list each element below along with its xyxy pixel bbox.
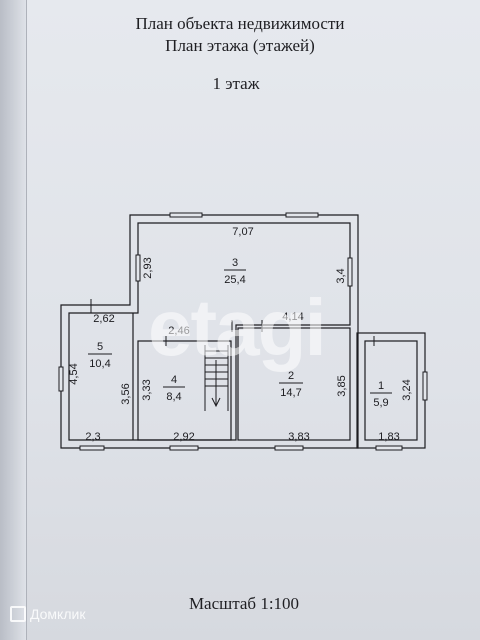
window <box>274 445 304 451</box>
dim-room5-right: 3,56 <box>120 383 132 404</box>
dim-bottom-room1: 1,83 <box>378 431 399 443</box>
outer-wall <box>60 214 359 449</box>
stair-arrow-head <box>211 397 221 408</box>
room-3-area: 25,4 <box>224 274 245 286</box>
window <box>285 212 319 218</box>
window <box>79 445 105 451</box>
dim-room3-left: 2,93 <box>142 257 154 278</box>
floor-label: 1 этаж <box>212 74 260 93</box>
window <box>347 257 353 287</box>
dim-room2-top: 4,14 <box>282 311 303 323</box>
document-subtitle: План этажа (этажей) <box>165 36 315 55</box>
window <box>58 366 64 392</box>
page-edge-shadow <box>0 0 26 640</box>
scale-label: Масштаб 1:100 <box>188 594 300 613</box>
brand-text: Домклик <box>30 606 86 622</box>
room-4-number: 4 <box>171 374 177 386</box>
watermark: etagi <box>148 283 327 372</box>
room-4-walls <box>137 340 232 441</box>
room-1-area: 5,9 <box>373 397 388 409</box>
room-3-number: 3 <box>232 257 238 269</box>
room-1-number: 1 <box>378 380 384 392</box>
room-5-area: 10,4 <box>89 358 110 370</box>
dim-room5-left: 4,54 <box>68 363 80 384</box>
dim-room1-right: 3,24 <box>401 379 413 400</box>
dim-room5-top: 2,62 <box>93 313 114 325</box>
window <box>135 254 141 282</box>
brand-logo: Домклик <box>10 606 85 622</box>
dim-bottom-room2: 3,83 <box>288 431 309 443</box>
dim-bottom-room5: 2,3 <box>85 431 100 443</box>
document-title: План объекта недвижимости <box>135 14 345 33</box>
room-2-area: 14,7 <box>280 387 301 399</box>
room-4-area: 8,4 <box>166 391 181 403</box>
window <box>375 445 403 451</box>
room-2-number: 2 <box>288 370 294 382</box>
dim-top: 7,07 <box>232 226 253 238</box>
house-icon <box>10 606 26 622</box>
dim-room2-right: 3,85 <box>336 375 348 396</box>
window <box>169 445 199 451</box>
room-5-number: 5 <box>97 341 103 353</box>
window <box>422 371 428 401</box>
staircase <box>204 345 229 411</box>
room-label-bars <box>88 269 392 394</box>
room-1-inner-wall <box>364 340 418 441</box>
dim-stair-top: 2,46 <box>168 325 189 337</box>
margin-line <box>26 0 27 640</box>
door-marks <box>90 299 375 346</box>
plan-walls <box>60 214 426 449</box>
dim-room4-left: 3,33 <box>141 379 153 400</box>
dim-bottom-room4: 2,92 <box>173 431 194 443</box>
windows <box>58 212 428 451</box>
inner-wall-outline <box>68 222 351 441</box>
window <box>169 212 203 218</box>
room-2-walls <box>237 327 351 441</box>
dim-room3-right: 3,4 <box>335 268 347 283</box>
